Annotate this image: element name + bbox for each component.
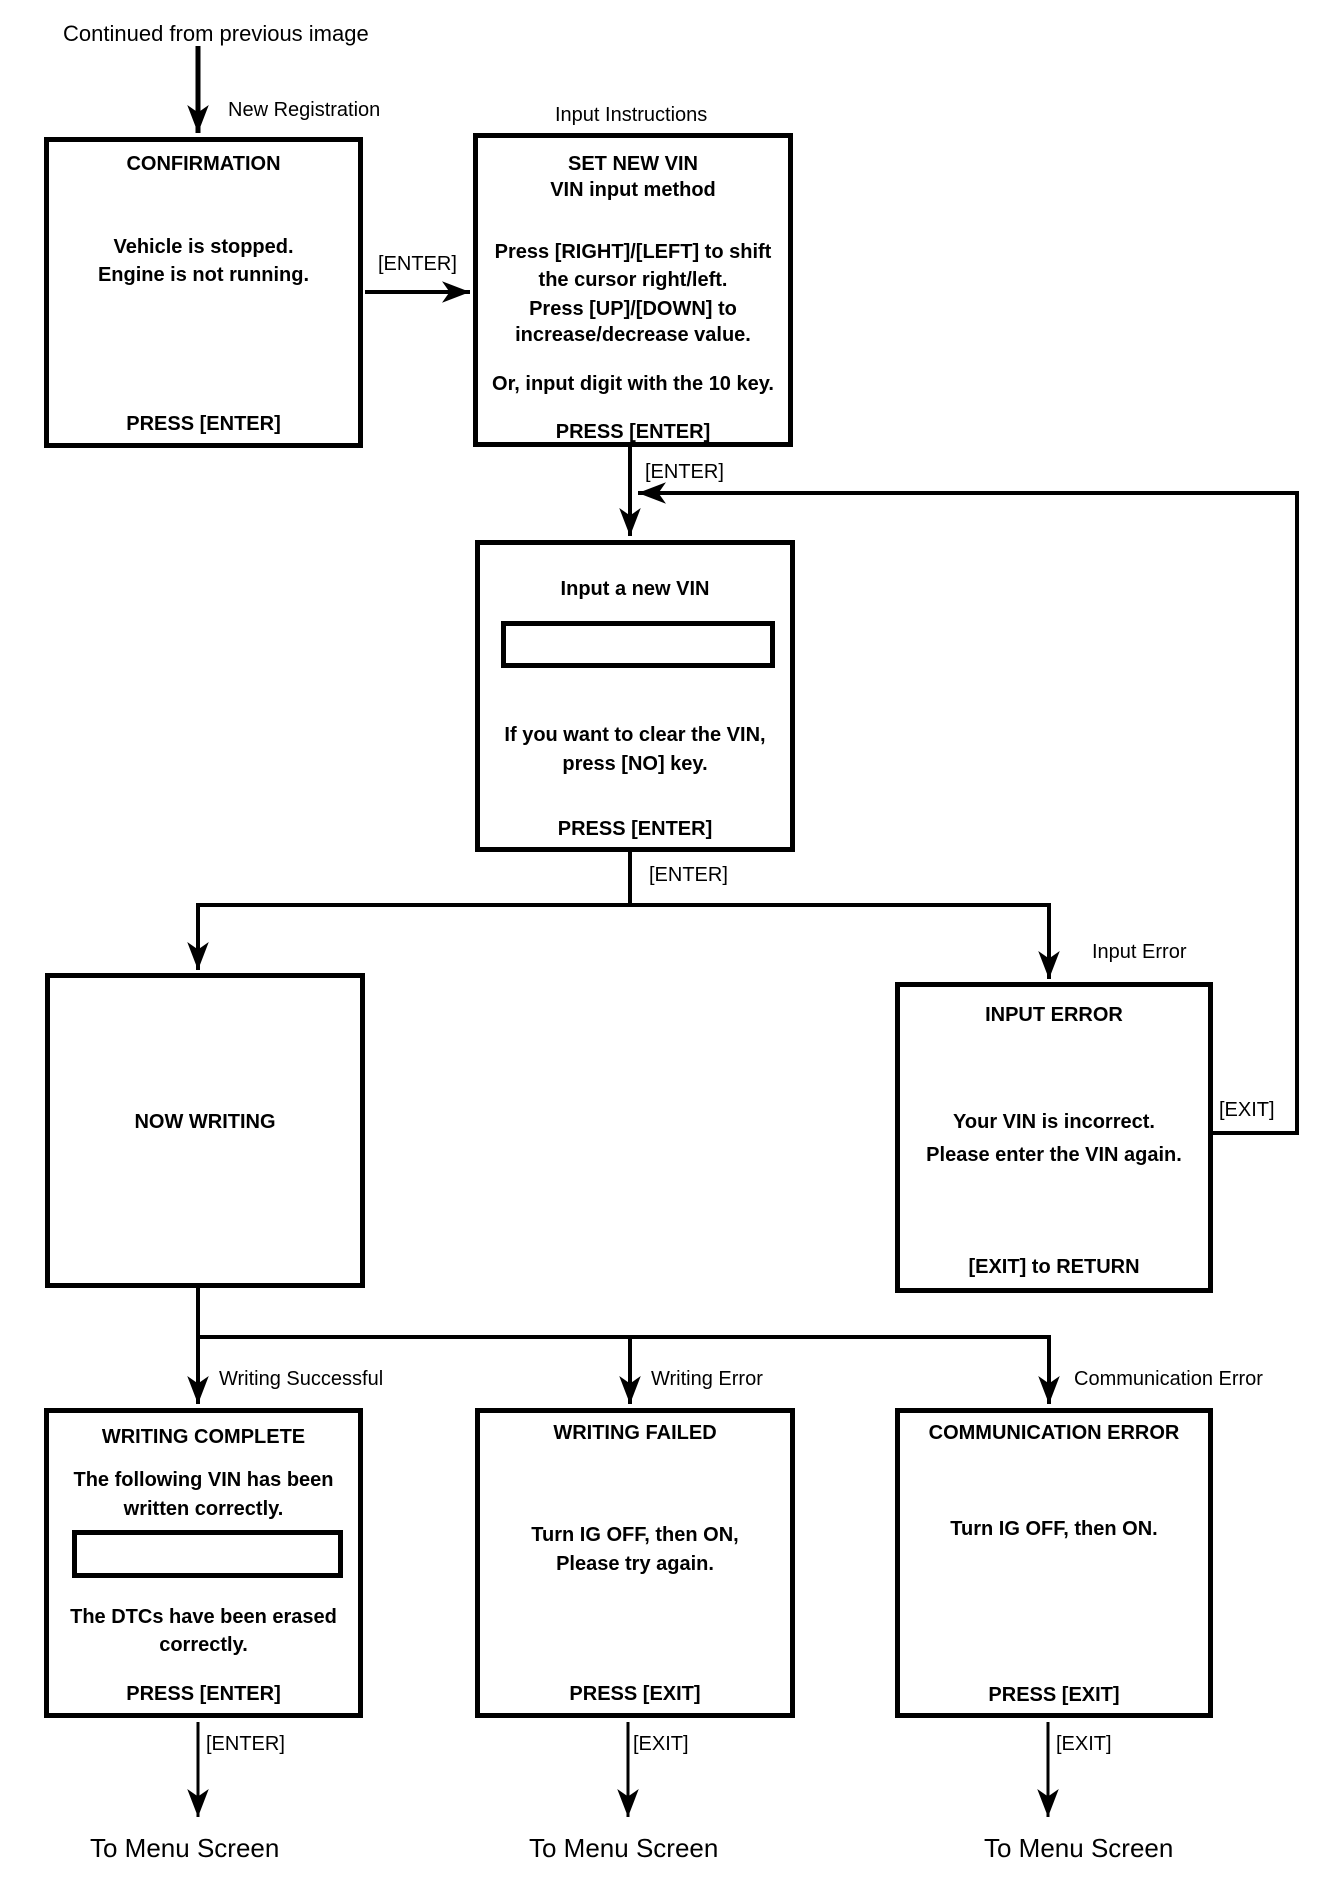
vin-input-field — [501, 621, 775, 668]
screen-line: Please enter the VIN again. — [926, 1144, 1182, 1166]
screen-title: INPUT ERROR — [985, 1004, 1123, 1026]
edge-label-exit-bottom-right: [EXIT] — [1056, 1733, 1112, 1755]
screen-line: Vehicle is stopped. — [113, 236, 294, 258]
arrow-input-error-exit-return-loop — [638, 482, 1299, 1135]
screen-line: Your VIN is incorrect. — [953, 1111, 1155, 1133]
screen-title: NOW WRITING — [134, 1111, 276, 1133]
screen-footer: PRESS [ENTER] — [126, 413, 281, 435]
screen-footer: PRESS [EXIT] — [988, 1684, 1120, 1706]
screen-line: Or, input digit with the 10 key. — [492, 373, 774, 395]
screen-line: The following VIN has been — [73, 1469, 334, 1491]
screen-line: Please try again. — [556, 1553, 714, 1575]
screen-footer: PRESS [ENTER] — [557, 818, 713, 840]
screen-footer: PRESS [ENTER] — [555, 421, 711, 443]
edge-label-input-error: Input Error — [1092, 941, 1187, 963]
edge-label-exit-bottom-mid: [EXIT] — [633, 1733, 689, 1755]
screen-footer: PRESS [EXIT] — [569, 1683, 701, 1705]
edge-label-exit-return: [EXIT] — [1219, 1099, 1275, 1121]
edge-label-enter-confirm: [ENTER] — [378, 253, 457, 275]
continued-from-label: Continued from previous image — [63, 21, 369, 46]
edge-label-enter-instructions: [ENTER] — [645, 461, 724, 483]
edge-label-writing-successful: Writing Successful — [219, 1368, 384, 1390]
edge-label-enter-input: [ENTER] — [649, 864, 728, 886]
edge-label-communication-error: Communication Error — [1074, 1368, 1263, 1390]
edge-label-new-registration: New Registration — [228, 99, 381, 121]
set-new-vin-screen: SET NEW VIN VIN input method Press [RIGH… — [473, 133, 793, 447]
screen-line: written correctly. — [123, 1498, 284, 1520]
screen-title: Input a new VIN — [560, 578, 710, 600]
screen-title: WRITING FAILED — [553, 1422, 717, 1444]
screen-title: CONFIRMATION — [126, 153, 281, 175]
screen-line: Turn IG OFF, then ON. — [950, 1518, 1158, 1540]
confirmation-screen: CONFIRMATION Vehicle is stopped. Engine … — [44, 137, 363, 448]
edge-label-writing-error: Writing Error — [651, 1368, 763, 1390]
screen-line: press [NO] key. — [562, 753, 708, 775]
writing-complete-screen: WRITING COMPLETE The following VIN has b… — [44, 1408, 363, 1718]
writing-failed-screen: WRITING FAILED Turn IG OFF, then ON, Ple… — [475, 1408, 795, 1718]
screen-title: WRITING COMPLETE — [101, 1426, 306, 1448]
screen-title: SET NEW VIN — [567, 153, 698, 175]
screen-line: Turn IG OFF, then ON, — [531, 1524, 739, 1546]
to-menu-screen-label-left: To Menu Screen — [90, 1833, 280, 1863]
to-menu-screen-label-right: To Menu Screen — [984, 1833, 1174, 1863]
screen-title: COMMUNICATION ERROR — [928, 1422, 1180, 1444]
to-menu-screen-label-middle: To Menu Screen — [529, 1833, 719, 1863]
input-new-vin-screen: Input a new VIN If you want to clear the… — [475, 540, 795, 852]
screen-line: increase/decrease value. — [515, 324, 751, 346]
screen-line: Press [UP]/[DOWN] to — [529, 298, 737, 320]
screen-line: Engine is not running. — [97, 264, 310, 286]
screen-footer: [EXIT] to RETURN — [968, 1256, 1140, 1278]
edge-label-enter-bottom: [ENTER] — [206, 1733, 285, 1755]
screen-line: the cursor right/left. — [538, 269, 728, 291]
edge-label-input-instructions: Input Instructions — [555, 104, 708, 126]
screen-line: The DTCs have been erased — [70, 1606, 337, 1628]
now-writing-screen: NOW WRITING — [45, 973, 365, 1288]
screen-line: correctly. — [159, 1634, 248, 1656]
screen-title: VIN input method — [550, 179, 716, 201]
screen-footer: PRESS [ENTER] — [126, 1683, 281, 1705]
communication-error-screen: COMMUNICATION ERROR Turn IG OFF, then ON… — [895, 1408, 1213, 1718]
screen-line: Press [RIGHT]/[LEFT] to shift — [494, 241, 772, 263]
input-error-screen: INPUT ERROR Your VIN is incorrect. Pleas… — [895, 982, 1213, 1293]
screen-line: If you want to clear the VIN, — [504, 724, 766, 746]
written-vin-field — [72, 1530, 343, 1578]
